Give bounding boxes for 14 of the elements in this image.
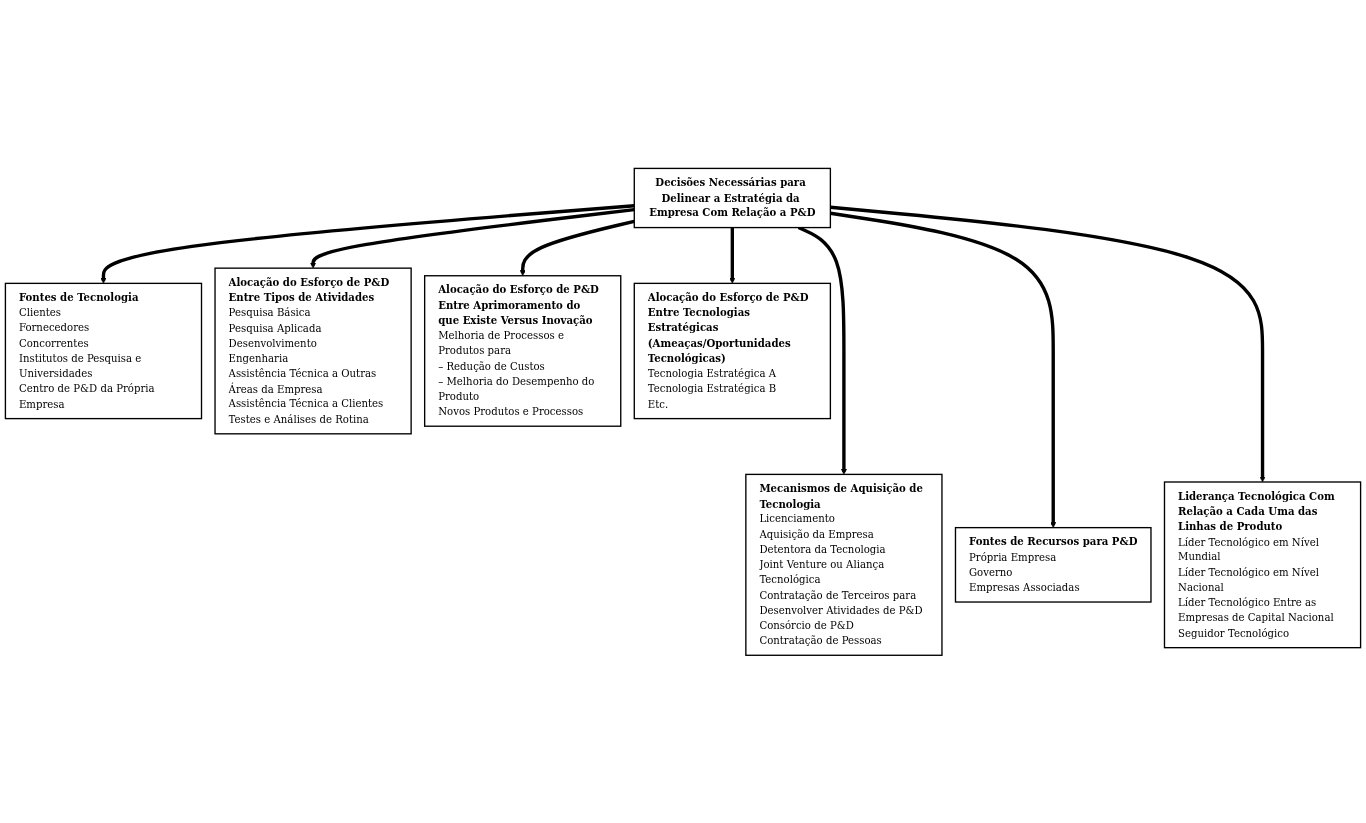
arrow [729,227,736,284]
node-box: Fontes de Tecnologia Clientes Fornecedores Concorrentes Institutos de Pesquisa e Universidades Centro de P&D da Própria Empresa [4,282,203,419]
node-box: Mecanismos de Aquisição de Tecnologia Licenciamento Aquisição da Empresa Detentora da Tecnologia Joint Venture ou Aliança Tecnológica Contratação de Terceiros para Desenvolver Atividades de P&D Consórcio de P&D Contratação de Pessoas [745,473,943,656]
arrow [830,211,1057,528]
node-box: Alocação do Esforço de P&D Entre Aprimoramento do que Existe Versus Inovação Melhoria de Processos e Produtos para – Redução de Custos – Melhoria do Desempenho do Produto Novos Produtos e Processos [424,274,622,427]
arrow [310,207,635,269]
node-box: Alocação do Esforço de P&D Entre Tipos de Atividades Pesquisa Básica Pesquisa Aplicada Desenvolvimento Engenharia Assistência Técnica a Outras Áreas da Empresa Assistência Técnica a Clientes Testes e Análises de Rotina [214,267,412,435]
node-box: Decisões Necessárias para Delinear a Estratégia da Empresa Com Relação a P&D [633,167,832,228]
node-box: Alocação do Esforço de P&D Entre Tecnologias Estratégicas (Ameaças/Oportunidades Tecnológicas) Tecnologia Estratégica A Tecnologia Estratégica B Etc. [633,282,832,419]
arrow [519,219,635,276]
node-box: Fontes de Recursos para P&D Própria Empresa Governo Empresas Associadas [954,526,1152,603]
arrow [830,205,1266,482]
arrow [100,203,635,284]
node-box: Liderança Tecnológica Com Relação a Cada Uma das Linhas de Produto Líder Tecnológico em Nível Mundial Líder Tecnológico em Nível Nacional Líder Tecnológico Entre as Empresas de Capital Nacional Seguidor Tecnológico [1163,481,1362,648]
